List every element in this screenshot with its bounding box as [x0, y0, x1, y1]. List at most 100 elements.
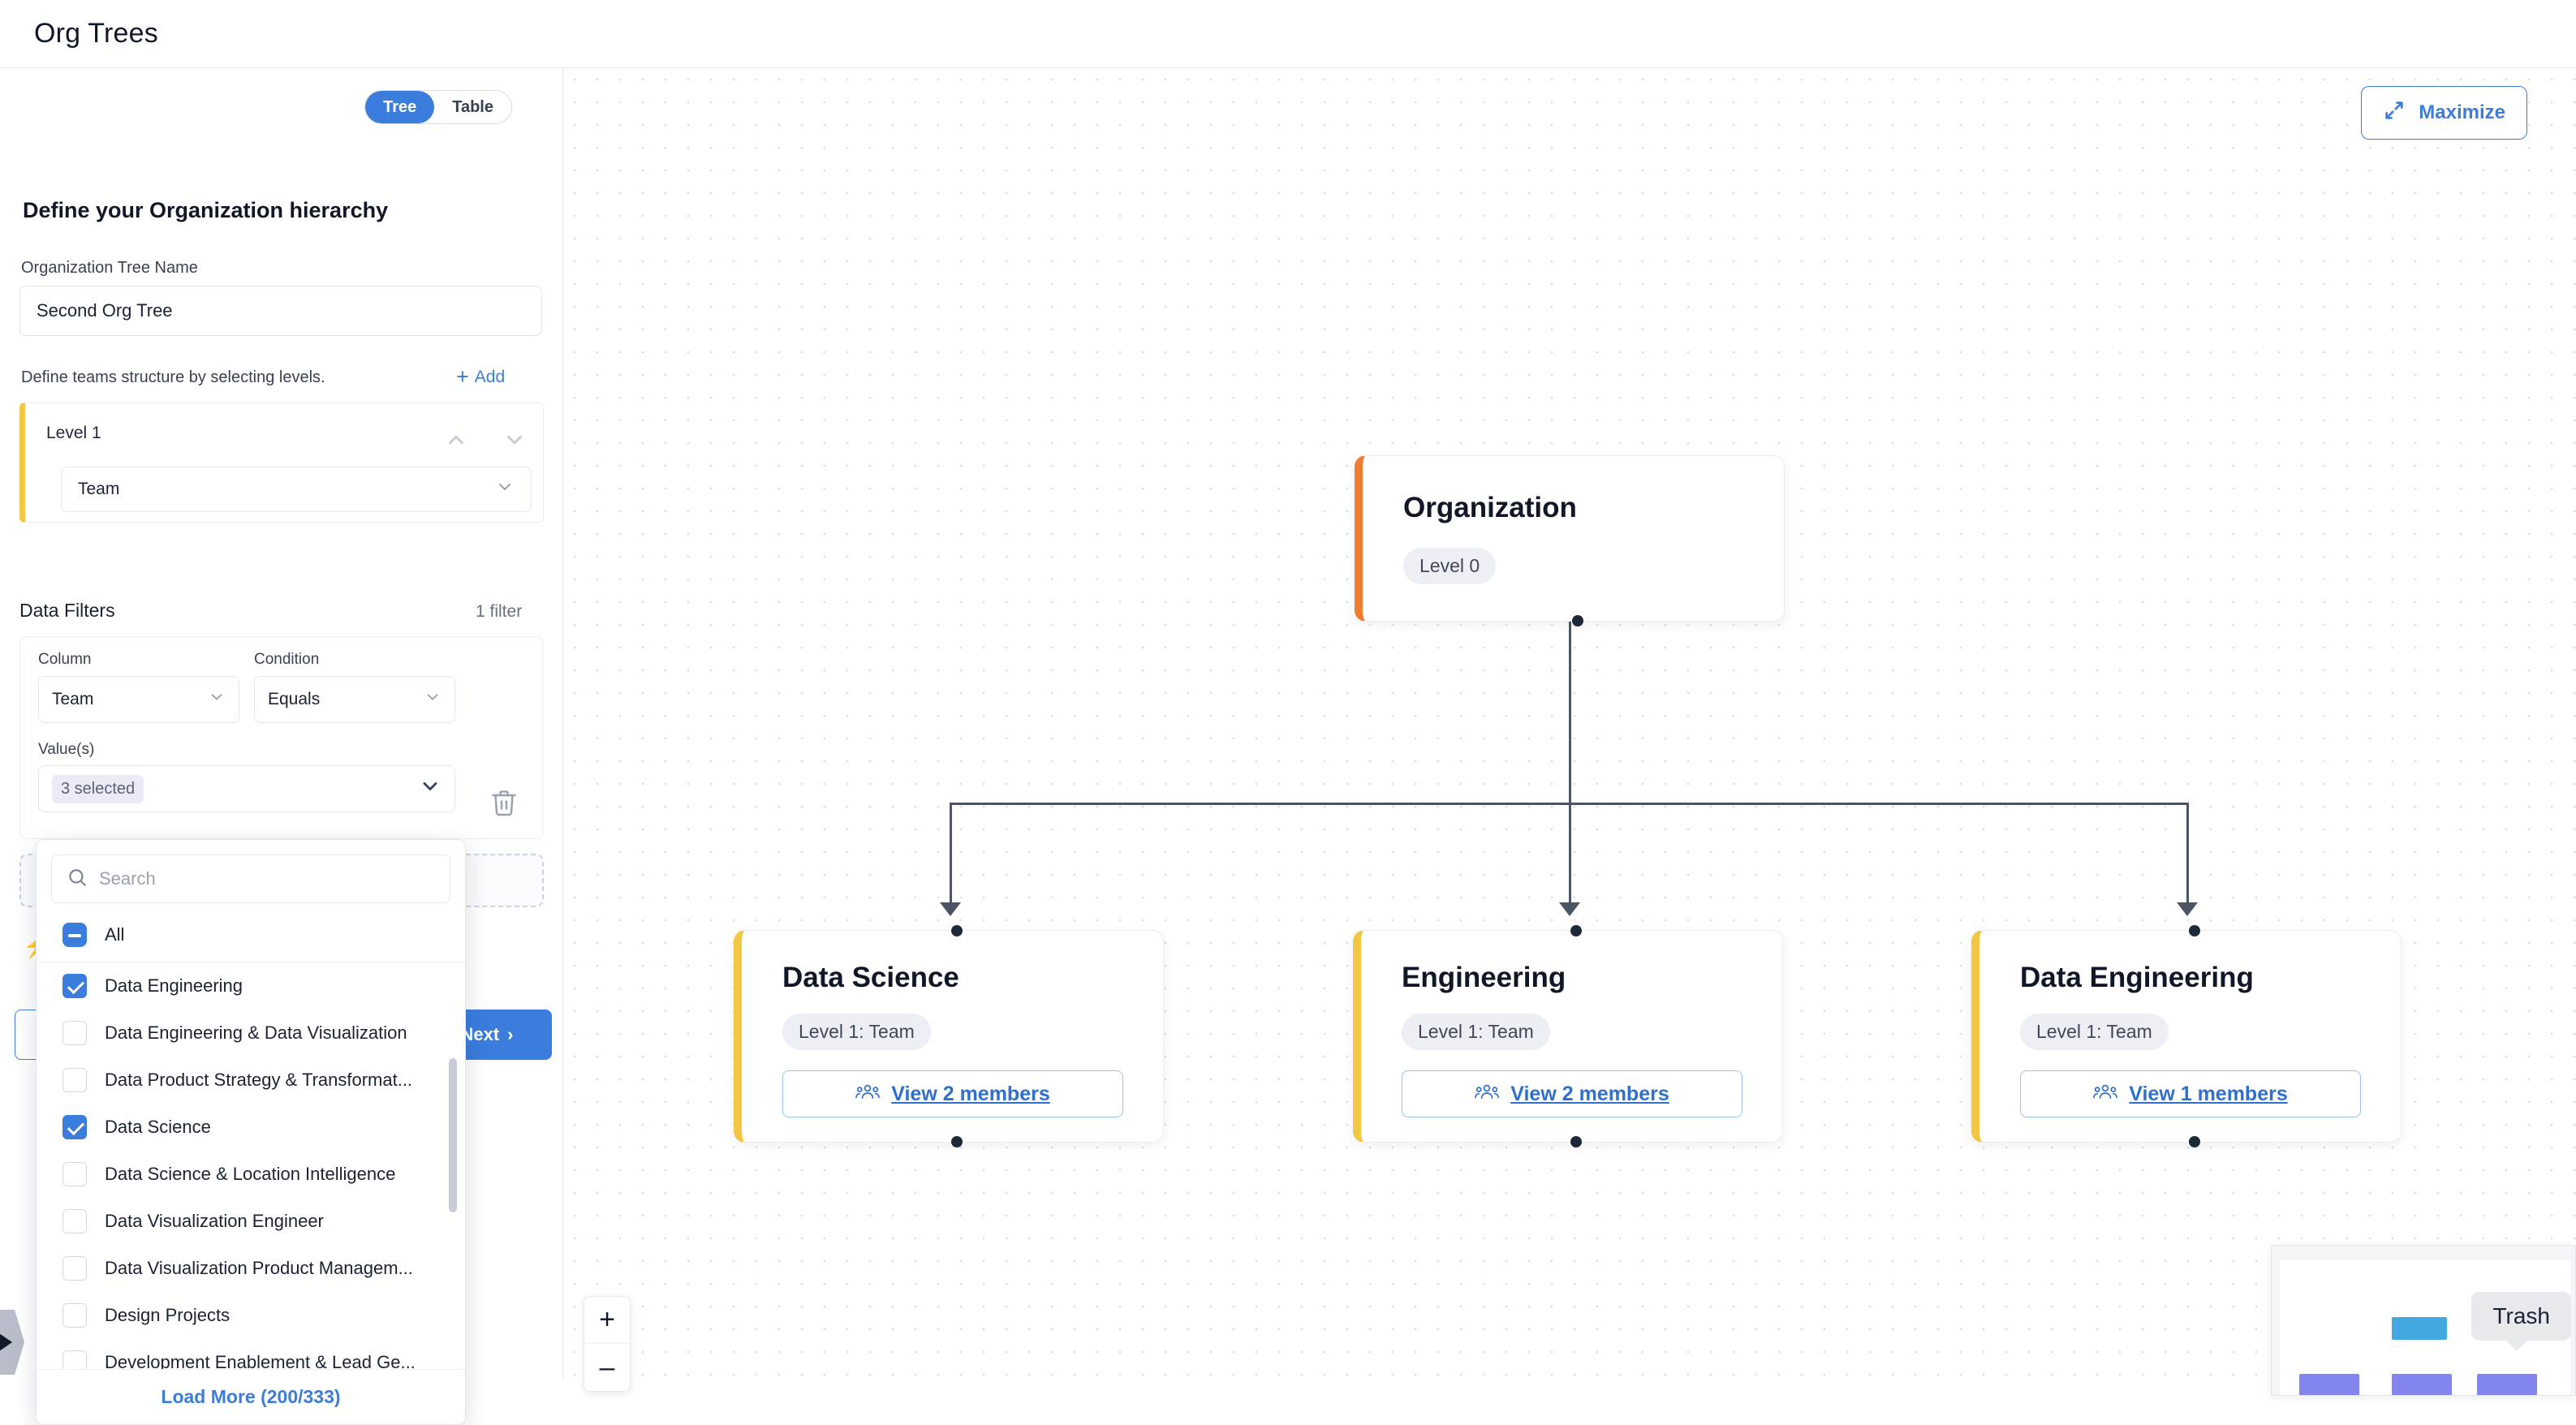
- load-more-button[interactable]: Load More (200/333): [37, 1369, 465, 1424]
- people-icon: [2093, 1083, 2118, 1106]
- checkbox-icon[interactable]: [62, 1162, 87, 1186]
- checkbox-icon[interactable]: [62, 1021, 87, 1045]
- dropdown-options-list[interactable]: Data Engineering Data Engineering & Data…: [37, 962, 465, 1369]
- maximize-label: Maximize: [2419, 101, 2505, 123]
- condition-select[interactable]: Equals: [254, 676, 455, 723]
- filter-card: Column Team Condition Equals Value(s) 3 …: [19, 636, 544, 839]
- data-filters-title: Data Filters: [19, 600, 115, 621]
- arrow-down-icon: [940, 902, 961, 916]
- column-select[interactable]: Team: [38, 676, 239, 723]
- node-title: Organization: [1403, 492, 1577, 523]
- org-name-label: Organization Tree Name: [21, 259, 198, 277]
- org-tree-canvas[interactable]: Maximize Organization Level 0 Data Scien…: [563, 68, 2576, 1396]
- node-port-bottom[interactable]: [951, 1136, 963, 1147]
- dropdown-item-all[interactable]: All: [37, 915, 465, 962]
- dropdown-scrollbar[interactable]: [449, 1058, 457, 1212]
- view-toggle: Tree Table: [364, 90, 512, 124]
- node-level-badge: Level 1: Team: [1402, 1014, 1550, 1050]
- search-input[interactable]: [99, 868, 435, 889]
- org-node-root[interactable]: Organization Level 0: [1355, 455, 1785, 626]
- node-port-top[interactable]: [1570, 925, 1582, 936]
- chevron-up-icon[interactable]: [444, 428, 468, 452]
- minimap-node: [2392, 1374, 2452, 1395]
- app-header: Org Trees: [0, 0, 2576, 68]
- dropdown-search-wrap: [37, 840, 465, 915]
- zoom-in-button[interactable]: +: [584, 1297, 630, 1344]
- level-title: Level 1: [46, 424, 101, 442]
- edge-root-trunk: [1569, 613, 1571, 803]
- view-members-label: View 2 members: [891, 1082, 1050, 1105]
- dropdown-all-label: All: [105, 924, 125, 945]
- people-icon: [855, 1083, 881, 1106]
- define-levels-text: Define teams structure by selecting leve…: [21, 368, 325, 386]
- list-item[interactable]: Data Engineering: [37, 962, 465, 1010]
- list-item[interactable]: Data Engineering & Data Visualization: [37, 1010, 465, 1057]
- list-item-label: Design Projects: [105, 1305, 230, 1325]
- column-value: Team: [52, 690, 94, 708]
- checkbox-icon[interactable]: [62, 1068, 87, 1092]
- level-type-value: Team: [78, 480, 120, 498]
- checkbox-indeterminate-icon[interactable]: [62, 923, 87, 947]
- list-item-label: Data Visualization Engineer: [105, 1211, 324, 1231]
- trash-tooltip: Trash: [2471, 1292, 2571, 1351]
- collapse-panel-handle[interactable]: [0, 1310, 24, 1375]
- chevron-down-icon: [208, 688, 226, 711]
- checkbox-icon[interactable]: [62, 1209, 87, 1233]
- chevron-down-icon[interactable]: [502, 428, 527, 452]
- list-item[interactable]: Data Product Strategy & Transformat...: [37, 1057, 465, 1104]
- tab-table[interactable]: Table: [434, 91, 511, 123]
- list-item[interactable]: Development Enablement & Lead Ge...: [37, 1339, 465, 1369]
- chevron-down-icon: [495, 477, 515, 502]
- condition-value: Equals: [268, 690, 321, 708]
- minimap-node: [2299, 1374, 2359, 1395]
- checkbox-icon[interactable]: [62, 1256, 87, 1281]
- left-config-panel: Tree Table Define your Organization hier…: [0, 68, 563, 1425]
- panel-heading: Define your Organization hierarchy: [23, 198, 389, 222]
- list-item-label: Data Engineering: [105, 975, 243, 996]
- filters-count: 1 filter: [476, 602, 523, 621]
- checkbox-icon[interactable]: [62, 1303, 87, 1328]
- minimap-node: [2477, 1374, 2537, 1395]
- node-port-top[interactable]: [951, 925, 963, 936]
- zoom-out-button[interactable]: –: [599, 1351, 615, 1383]
- view-members-label: View 2 members: [1510, 1082, 1669, 1105]
- list-item-label: Data Engineering & Data Visualization: [105, 1022, 407, 1043]
- expand-arrows-icon: [2383, 99, 2406, 127]
- list-item[interactable]: Data Visualization Product Managem...: [37, 1245, 465, 1292]
- chevron-right-icon: ›: [507, 1024, 514, 1044]
- org-name-input[interactable]: [19, 286, 542, 336]
- list-item[interactable]: Data Science & Location Intelligence: [37, 1151, 465, 1198]
- node-port-top[interactable]: [2189, 925, 2200, 936]
- people-icon: [1475, 1083, 1500, 1106]
- node-port-bottom[interactable]: [2189, 1136, 2200, 1147]
- search-field[interactable]: [51, 855, 450, 903]
- zoom-controls: + –: [584, 1296, 631, 1392]
- node-port-bottom[interactable]: [1572, 615, 1583, 626]
- org-node-data-engineering[interactable]: Data Engineering Level 1: Team View 1 me…: [1971, 925, 2402, 1147]
- delete-filter-button[interactable]: [489, 788, 523, 822]
- list-item[interactable]: Data Science: [37, 1104, 465, 1151]
- values-multiselect[interactable]: 3 selected: [38, 765, 455, 812]
- view-members-button[interactable]: View 2 members: [1402, 1070, 1742, 1117]
- checkbox-icon[interactable]: [62, 974, 87, 998]
- node-port-bottom[interactable]: [1570, 1136, 1582, 1147]
- checkbox-icon[interactable]: [62, 1350, 87, 1369]
- list-item[interactable]: Data Visualization Engineer: [37, 1198, 465, 1245]
- tab-tree[interactable]: Tree: [365, 91, 435, 123]
- add-level-button[interactable]: + Add: [456, 366, 505, 388]
- org-node-data-science[interactable]: Data Science Level 1: Team View 2 member…: [734, 925, 1164, 1147]
- view-members-button[interactable]: View 1 members: [2020, 1070, 2361, 1117]
- values-dropdown-panel: All Data Engineering Data Engineering & …: [36, 839, 466, 1425]
- add-level-label: Add: [474, 367, 506, 386]
- level-type-select[interactable]: Team: [61, 467, 532, 512]
- values-label: Value(s): [38, 741, 95, 758]
- node-level-badge: Level 1: Team: [2020, 1014, 2169, 1050]
- org-node-engineering[interactable]: Engineering Level 1: Team View 2 members: [1353, 925, 1783, 1147]
- list-item[interactable]: Design Projects: [37, 1292, 465, 1339]
- level-card: Level 1 Team: [19, 403, 544, 523]
- maximize-button[interactable]: Maximize: [2361, 86, 2527, 140]
- checkbox-icon[interactable]: [62, 1115, 87, 1139]
- view-members-button[interactable]: View 2 members: [782, 1070, 1123, 1117]
- list-item-label: Data Science: [105, 1117, 211, 1137]
- next-button-label: Next: [460, 1024, 500, 1044]
